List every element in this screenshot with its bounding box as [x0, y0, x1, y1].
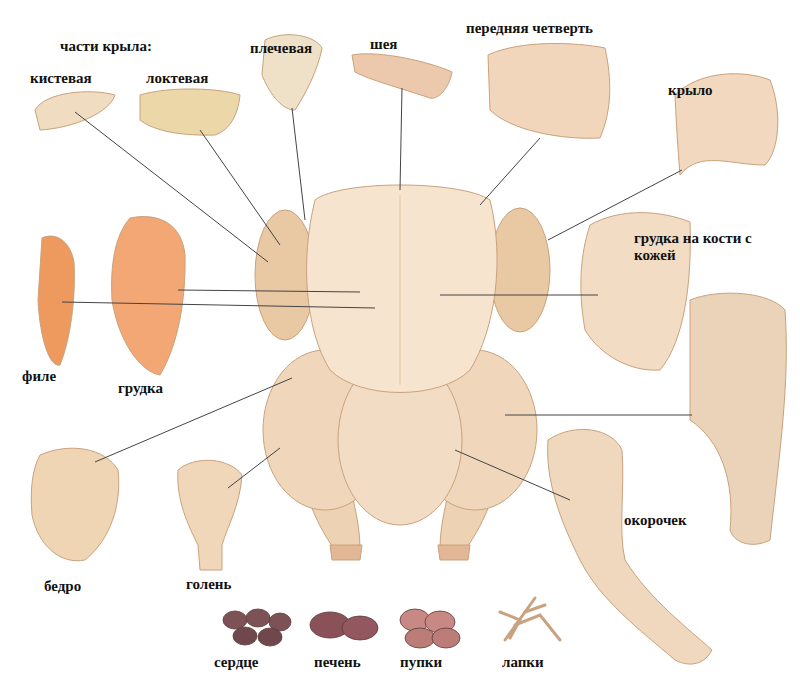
part-label: части крыла: [60, 38, 152, 55]
part-label: шея [370, 36, 397, 53]
part-label: локтевая [146, 70, 208, 87]
part-label: сердце [214, 654, 259, 671]
part-label: кистевая [30, 70, 92, 87]
part-label: печень [314, 654, 361, 671]
part-label: голень [186, 576, 231, 593]
part-label: передняя четверть [466, 20, 593, 37]
part-label: окорочек [624, 512, 687, 529]
part-label: крыло [668, 82, 713, 99]
part-label: лапки [502, 654, 544, 671]
part-label: грудка на кости с кожей [634, 230, 774, 264]
part-label: бедро [44, 578, 81, 595]
part-label: филе [22, 368, 56, 385]
part-label: грудка [118, 380, 163, 397]
part-label: плечевая [250, 40, 312, 57]
part-label: пупки [400, 654, 442, 671]
